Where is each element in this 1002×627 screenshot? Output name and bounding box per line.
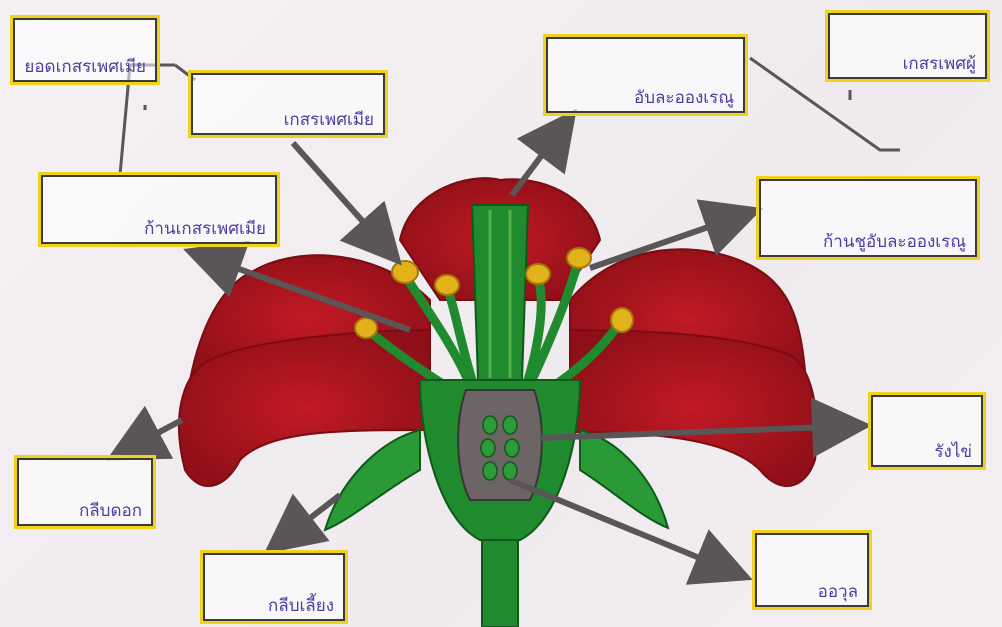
anther-4 xyxy=(526,264,550,284)
ovule-4 xyxy=(505,439,519,457)
arrow-petal xyxy=(122,420,182,452)
label-ovary-text: รังไข่ xyxy=(934,443,972,462)
label-style: ก้านเกสรเพศเมีย xyxy=(38,172,280,247)
sepal-left xyxy=(325,430,420,530)
ovary-chamber xyxy=(458,390,542,500)
style-column xyxy=(472,205,528,380)
label-stamen: เกสรเพศผู้ xyxy=(825,10,990,82)
ovule-1 xyxy=(483,416,497,434)
anther-1 xyxy=(392,261,418,283)
label-petal: กลีบดอก xyxy=(14,455,156,529)
arrow-pistil xyxy=(293,143,390,252)
anther-5 xyxy=(567,248,591,268)
label-filament: ก้านชูอับละอองเรณู xyxy=(756,176,980,260)
label-pistil-text: เกสรเพศเมีย xyxy=(284,111,374,130)
label-pistil: เกสรเพศเมีย xyxy=(188,70,388,138)
label-style-text: ก้านเกสรเพศเมีย xyxy=(144,220,266,239)
anther-6 xyxy=(611,308,633,332)
label-ovary: รังไข่ xyxy=(868,392,986,470)
label-sepal: กลีบเลี้ยง xyxy=(200,550,348,624)
label-sepal-text: กลีบเลี้ยง xyxy=(268,597,334,616)
ovule-3 xyxy=(481,439,495,457)
label-ovule: ออวุล xyxy=(752,530,872,610)
ovule-6 xyxy=(503,462,517,480)
label-petal-text: กลีบดอก xyxy=(79,502,142,521)
label-filament-text: ก้านชูอับละอองเรณู xyxy=(823,233,966,252)
label-anther-text: อับละอองเรณู xyxy=(634,89,734,108)
stem xyxy=(482,540,518,627)
label-stigma: ยอดเกสรเพศเมีย xyxy=(10,15,160,85)
label-stamen-text: เกสรเพศผู้ xyxy=(903,55,976,74)
label-stigma-text: ยอดเกสรเพศเมีย xyxy=(24,58,146,77)
ovule-5 xyxy=(483,462,497,480)
label-anther: อับละอองเรณู xyxy=(543,34,748,116)
anther-3 xyxy=(355,318,377,338)
ovule-2 xyxy=(503,416,517,434)
label-ovule-text: ออวุล xyxy=(818,583,858,602)
anther-2 xyxy=(435,275,459,295)
